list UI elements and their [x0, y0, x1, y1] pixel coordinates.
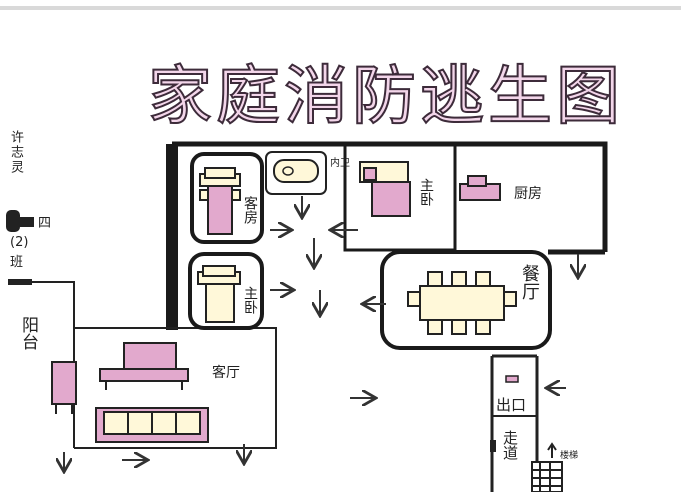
kitchen-stove — [459, 175, 501, 201]
escape-arrows — [64, 196, 578, 470]
author-name: 许志灵 — [8, 130, 23, 175]
bathroom — [265, 151, 327, 195]
label-balcony: 阳台 — [18, 316, 38, 350]
author-class-number: (2) — [10, 235, 29, 250]
stairs-icon — [531, 442, 563, 492]
sofa — [95, 407, 209, 443]
author-class-char: 四 — [38, 216, 52, 231]
label-kitchen: 厨房 — [514, 186, 542, 202]
author-mark-icon — [6, 210, 34, 232]
top-border-line — [0, 6, 681, 10]
tv-cabinet — [99, 342, 189, 390]
label-master-bedroom-top: 主卧 — [418, 178, 434, 206]
page-title: 家庭消防逃生图 — [147, 59, 624, 135]
author-class-suffix: 班 — [10, 255, 24, 270]
label-bathroom: 内卫 — [330, 158, 350, 169]
guest-room — [190, 152, 264, 244]
balcony-chair — [51, 361, 77, 414]
outer-walls — [166, 141, 608, 330]
label-corridor: 走道 — [501, 430, 519, 460]
dining-room — [380, 250, 552, 350]
label-stairs: 楼梯 — [560, 451, 579, 461]
label-guest-room: 客房 — [242, 196, 258, 224]
corridor-door-mark — [490, 440, 496, 452]
master-bedroom-top — [359, 161, 411, 217]
exit-marker — [505, 375, 519, 383]
label-living-room: 客厅 — [212, 365, 240, 381]
label-dining-room: 餐厅 — [519, 264, 540, 300]
label-master-bedroom-left: 主卧 — [242, 286, 258, 314]
balcony-wall-stub — [8, 279, 32, 285]
label-exit: 出口 — [496, 396, 527, 414]
master-bedroom-left — [188, 252, 264, 330]
